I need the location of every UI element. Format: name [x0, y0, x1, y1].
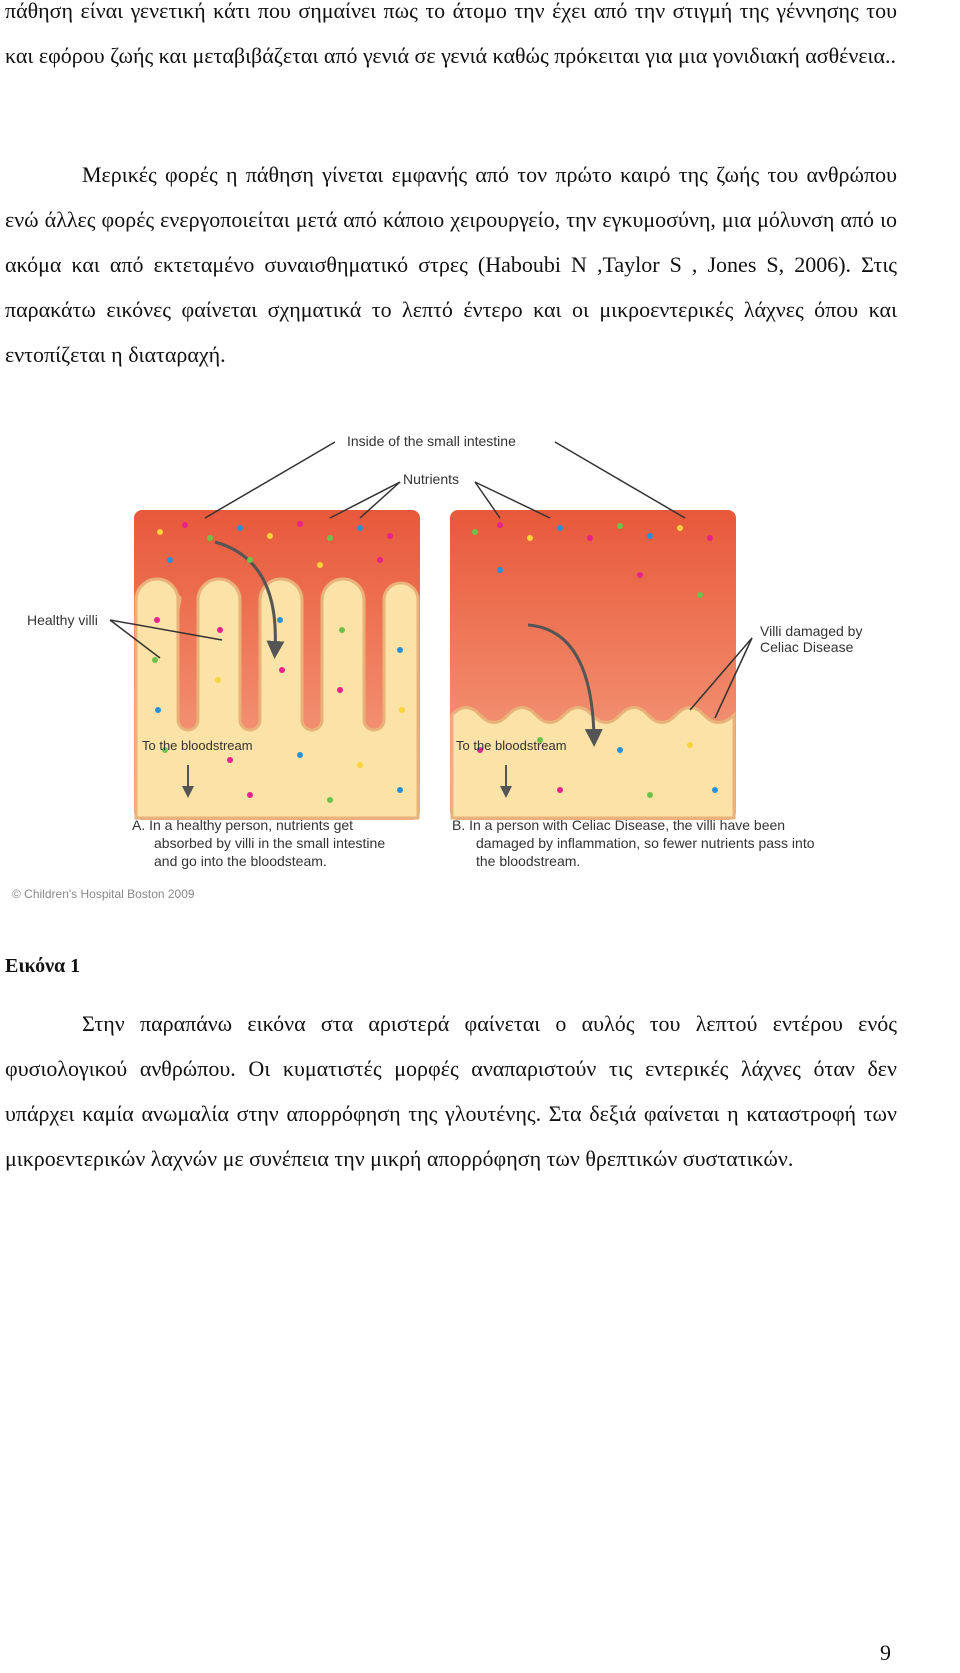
label-inside: Inside of the small intestine: [347, 433, 516, 449]
label-damaged-2: Celiac Disease: [760, 639, 854, 655]
caption-b-line-3: the bloodstream.: [476, 853, 580, 869]
celiac-villi-figure: Inside of the small intestine Nutrients …: [12, 433, 862, 901]
copyright: © Children's Hospital Boston 2009: [12, 887, 195, 901]
panel-healthy: [134, 510, 420, 820]
label-bloodstream-b: To the bloodstream: [456, 738, 567, 753]
paragraph-2: Μερικές φορές η πάθηση γίνεται εμφανής α…: [5, 162, 897, 367]
caption-a-line-1: A. In a healthy person, nutrients get: [132, 817, 353, 833]
label-damaged-1: Villi damaged by: [760, 623, 862, 639]
nutrient-dots: [152, 521, 718, 803]
label-bloodstream-a: To the bloodstream: [142, 738, 253, 753]
figure-caption: Εικόνα 1: [5, 955, 81, 977]
paragraph-3: Στην παραπάνω εικόνα στα αριστερά φαίνετ…: [5, 1011, 897, 1171]
caption-b-line-2: damaged by inflammation, so fewer nutrie…: [476, 835, 815, 851]
page-number: 9: [880, 1640, 891, 1665]
paragraph-1: πάθηση είναι γενετική κάτι που σημαίνει …: [5, 0, 897, 68]
label-healthy-villi: Healthy villi: [27, 612, 98, 628]
panel-damaged: [450, 510, 736, 820]
caption-a-line-3: and go into the bloodsteam.: [154, 853, 327, 869]
label-nutrients: Nutrients: [403, 471, 459, 487]
caption-a-line-2: absorbed by villi in the small intestine: [154, 835, 385, 851]
caption-b-line-1: B. In a person with Celiac Disease, the …: [452, 817, 785, 833]
